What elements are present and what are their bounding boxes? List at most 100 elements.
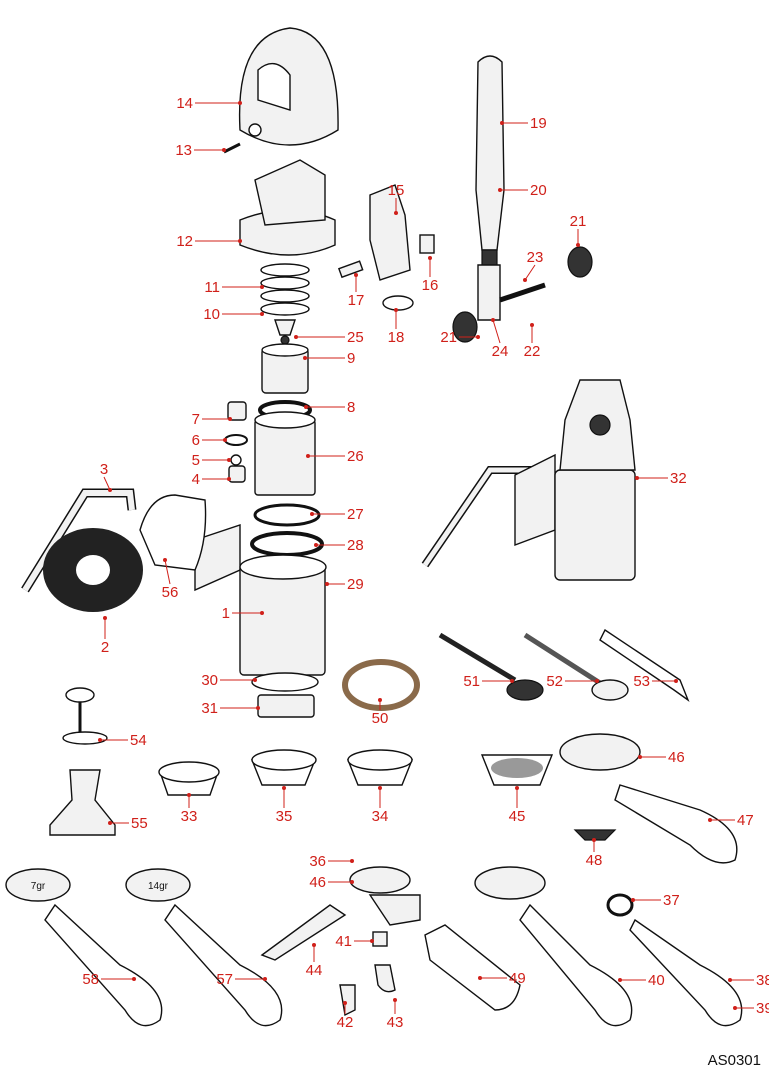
part-label-21: 21 — [440, 329, 457, 346]
part-label-21: 21 — [570, 213, 587, 230]
part-label-36: 36 — [309, 853, 326, 870]
leader-dot — [733, 1006, 737, 1010]
spring — [260, 263, 310, 316]
leader-dot — [310, 512, 314, 516]
leader-dot — [304, 405, 308, 409]
leader-dot — [103, 616, 107, 620]
leader-dot — [370, 939, 374, 943]
parts-artwork — [5, 27, 743, 1027]
leader-dot — [306, 454, 310, 458]
leader-dot — [476, 335, 480, 339]
leader-dot — [222, 148, 226, 152]
part-label-38: 38 — [756, 972, 769, 989]
part-label-43: 43 — [387, 1014, 404, 1031]
part-label-33: 33 — [181, 808, 198, 825]
leader-dot — [294, 335, 298, 339]
part-label-51: 51 — [463, 673, 480, 690]
leader-dot — [343, 1001, 347, 1005]
leader-dot — [478, 976, 482, 980]
leader-dot — [500, 121, 504, 125]
part-label-56: 56 — [162, 584, 179, 601]
part-label-10: 10 — [203, 306, 220, 323]
leader-line — [524, 264, 536, 281]
leader-dot — [260, 285, 264, 289]
leader-dot — [576, 243, 580, 247]
part-label-25: 25 — [347, 329, 364, 346]
part-label-58: 58 — [82, 971, 99, 988]
leader-dot — [530, 323, 534, 327]
part-label-6: 6 — [192, 432, 200, 449]
leader-dot — [303, 356, 307, 360]
leader-dot — [132, 977, 136, 981]
leader-dot — [263, 977, 267, 981]
part-label-50: 50 — [372, 710, 389, 727]
leader-dot — [108, 488, 112, 492]
leader-dot — [674, 679, 678, 683]
leader-line — [492, 319, 501, 344]
part-label-7: 7 — [192, 411, 200, 428]
leader-dot — [510, 679, 514, 683]
part-label-52: 52 — [546, 673, 563, 690]
leader-dot — [260, 312, 264, 316]
part-label-9: 9 — [347, 350, 355, 367]
filter-marking-7gr: 7gr — [31, 881, 46, 892]
leader-dot — [393, 998, 397, 1002]
part-label-35: 35 — [276, 808, 293, 825]
leader-dot — [187, 793, 191, 797]
part-label-30: 30 — [201, 672, 218, 689]
part-label-5: 5 — [192, 452, 200, 469]
part-label-31: 31 — [201, 700, 218, 717]
part-label-39: 39 — [756, 1000, 769, 1017]
leader-dot — [618, 978, 622, 982]
part-label-23: 23 — [527, 249, 544, 266]
part-label-41: 41 — [335, 933, 352, 950]
leader-dot — [253, 678, 257, 682]
part-label-22: 22 — [524, 343, 541, 360]
part-label-34: 34 — [372, 808, 389, 825]
leader-dot — [325, 582, 329, 586]
part-label-46: 46 — [309, 874, 326, 891]
leader-dot — [238, 239, 242, 243]
leader-dot — [635, 476, 639, 480]
part-label-37: 37 — [663, 892, 680, 909]
part-label-32: 32 — [670, 470, 687, 487]
part-label-1: 1 — [222, 605, 230, 622]
leader-dot — [491, 318, 495, 322]
part-label-47: 47 — [737, 812, 754, 829]
part-label-20: 20 — [530, 182, 547, 199]
part-label-13: 13 — [175, 142, 192, 159]
part-label-45: 45 — [509, 808, 526, 825]
leader-dot — [638, 755, 642, 759]
part-label-12: 12 — [176, 233, 193, 250]
leader-dot — [394, 308, 398, 312]
leader-dot — [523, 278, 527, 282]
leader-dot — [98, 738, 102, 742]
part-label-40: 40 — [648, 972, 665, 989]
part-label-24: 24 — [492, 343, 509, 360]
part-label-2: 2 — [101, 639, 109, 656]
leader-dot — [498, 188, 502, 192]
part-label-19: 19 — [530, 115, 547, 132]
part-label-53: 53 — [633, 673, 650, 690]
part-label-17: 17 — [348, 292, 365, 309]
leader-dot — [378, 786, 382, 790]
part-label-28: 28 — [347, 537, 364, 554]
part-label-26: 26 — [347, 448, 364, 465]
leader-dot — [282, 786, 286, 790]
leader-dot — [592, 838, 596, 842]
part-labels: 1413121110259876542632728295612303150151… — [82, 95, 769, 1031]
leader-dot — [108, 821, 112, 825]
leader-dot — [260, 611, 264, 615]
part-label-57: 57 — [216, 971, 233, 988]
leader-dot — [228, 417, 232, 421]
part-label-48: 48 — [586, 852, 603, 869]
leader-dot — [595, 679, 599, 683]
leader-dot — [256, 706, 260, 710]
leader-dot — [227, 477, 231, 481]
part-label-27: 27 — [347, 506, 364, 523]
leader-dot — [428, 256, 432, 260]
part-label-54: 54 — [130, 732, 147, 749]
leader-dot — [227, 458, 231, 462]
